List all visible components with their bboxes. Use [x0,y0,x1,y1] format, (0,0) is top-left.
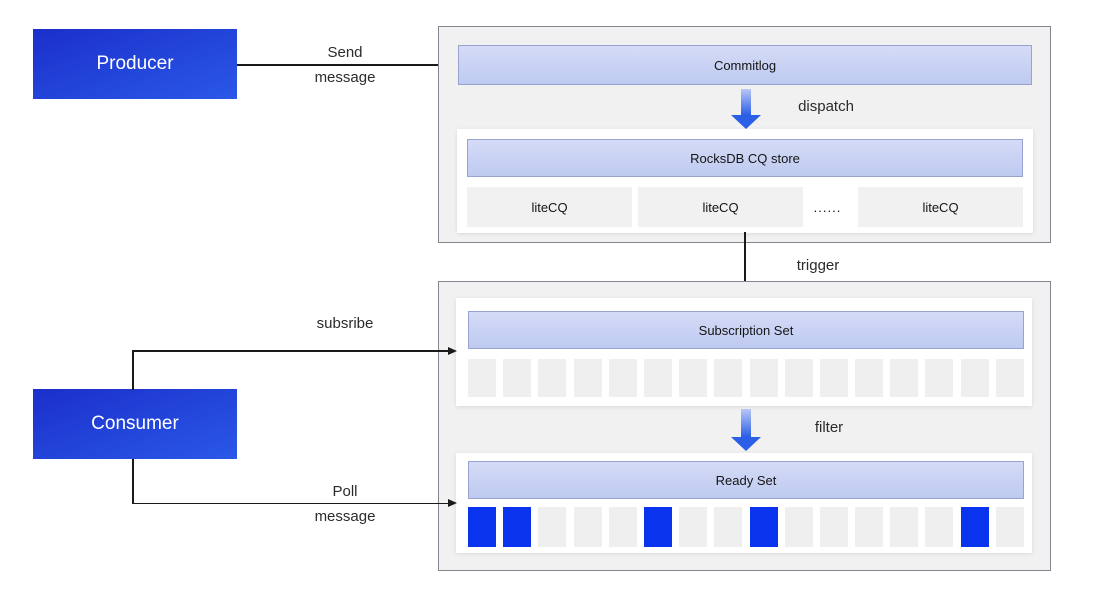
message-slot-empty [468,359,496,397]
message-slot-empty [960,359,989,397]
message-slot-empty [538,359,567,397]
message-slot-empty [995,359,1024,397]
broker-store-panel: Commitlog dispatch RocksDB CQ store lite… [438,26,1051,243]
message-slot-empty [890,359,919,397]
subscribe-label: subsribe [316,315,374,332]
message-slot-filled [643,507,672,547]
subscribe-arrowhead-icon [448,346,457,355]
message-slot-empty [679,507,708,547]
ready-set-bar: Ready Set [468,461,1024,499]
message-slot-filled [503,507,532,547]
message-slot-empty [855,359,884,397]
rocksdb-cq-store-bar: RocksDB CQ store [467,139,1023,177]
litecq-box: liteCQ [638,187,803,227]
poll-arrow-vline [132,459,134,504]
message-slot-filled [749,507,778,547]
message-slot-empty [925,359,954,397]
message-slot-empty [608,359,637,397]
litecq-box: liteCQ [858,187,1023,227]
filter-arrow-icon [731,409,761,451]
filter-label: filter [814,419,844,436]
message-slot-filled [960,507,989,547]
poll-message-label: Poll message [314,483,376,525]
rocksdb-cq-store-label: RocksDB CQ store [690,150,800,166]
message-slot-empty [819,359,848,397]
message-slot-empty [714,359,743,397]
message-slot-empty [819,507,848,547]
message-slot-empty [995,507,1024,547]
subscribe-arrow-vline [132,351,134,390]
subscription-set-bar: Subscription Set [468,311,1024,349]
litecq-ellipsis: ...... [813,199,842,215]
message-slot-empty [784,507,813,547]
dispatch-arrow-icon [731,89,761,129]
message-slot-empty [855,507,884,547]
litecq-box: liteCQ [467,187,632,227]
message-slot-empty [925,507,954,547]
subscribe-arrow-hline [132,350,449,352]
consume-queue-panel: Subscription Set filter Ready Set [438,281,1051,571]
message-slot-empty [503,359,532,397]
poll-arrow-hline [132,502,449,505]
litecq-row: liteCQ liteCQ ...... liteCQ [467,187,1023,227]
message-slot-empty [573,359,602,397]
message-slot-empty [538,507,567,547]
consumer-box: Consumer [33,389,237,459]
commitlog-bar: Commitlog [458,45,1032,85]
message-slot-empty [608,507,637,547]
message-slot-empty [643,359,672,397]
message-slot-empty [890,507,919,547]
message-slot-empty [714,507,743,547]
message-slot-filled [468,507,496,547]
message-slot-empty [784,359,813,397]
send-message-label: Send message [314,44,376,86]
poll-arrowhead-icon [448,499,457,507]
subscription-set-card: Subscription Set [456,298,1032,406]
message-slot-empty [679,359,708,397]
trigger-label: trigger [796,257,840,274]
ready-set-card: Ready Set [456,453,1032,553]
dispatch-label: dispatch [798,98,854,115]
subscription-slot-row [468,359,1024,397]
producer-box: Producer [33,29,237,99]
message-slot-empty [749,359,778,397]
subscription-set-label: Subscription Set [698,322,794,338]
commitlog-label: Commitlog [713,57,777,73]
producer-label: Producer [96,53,174,74]
send-message-arrow-line [237,64,449,66]
cq-store-card: RocksDB CQ store liteCQ liteCQ ...... li… [457,129,1033,233]
ready-set-label: Ready Set [715,472,777,488]
consumer-label: Consumer [91,413,179,434]
trigger-arrow-line [744,232,746,301]
ready-slot-row [468,507,1024,547]
message-slot-empty [573,507,602,547]
